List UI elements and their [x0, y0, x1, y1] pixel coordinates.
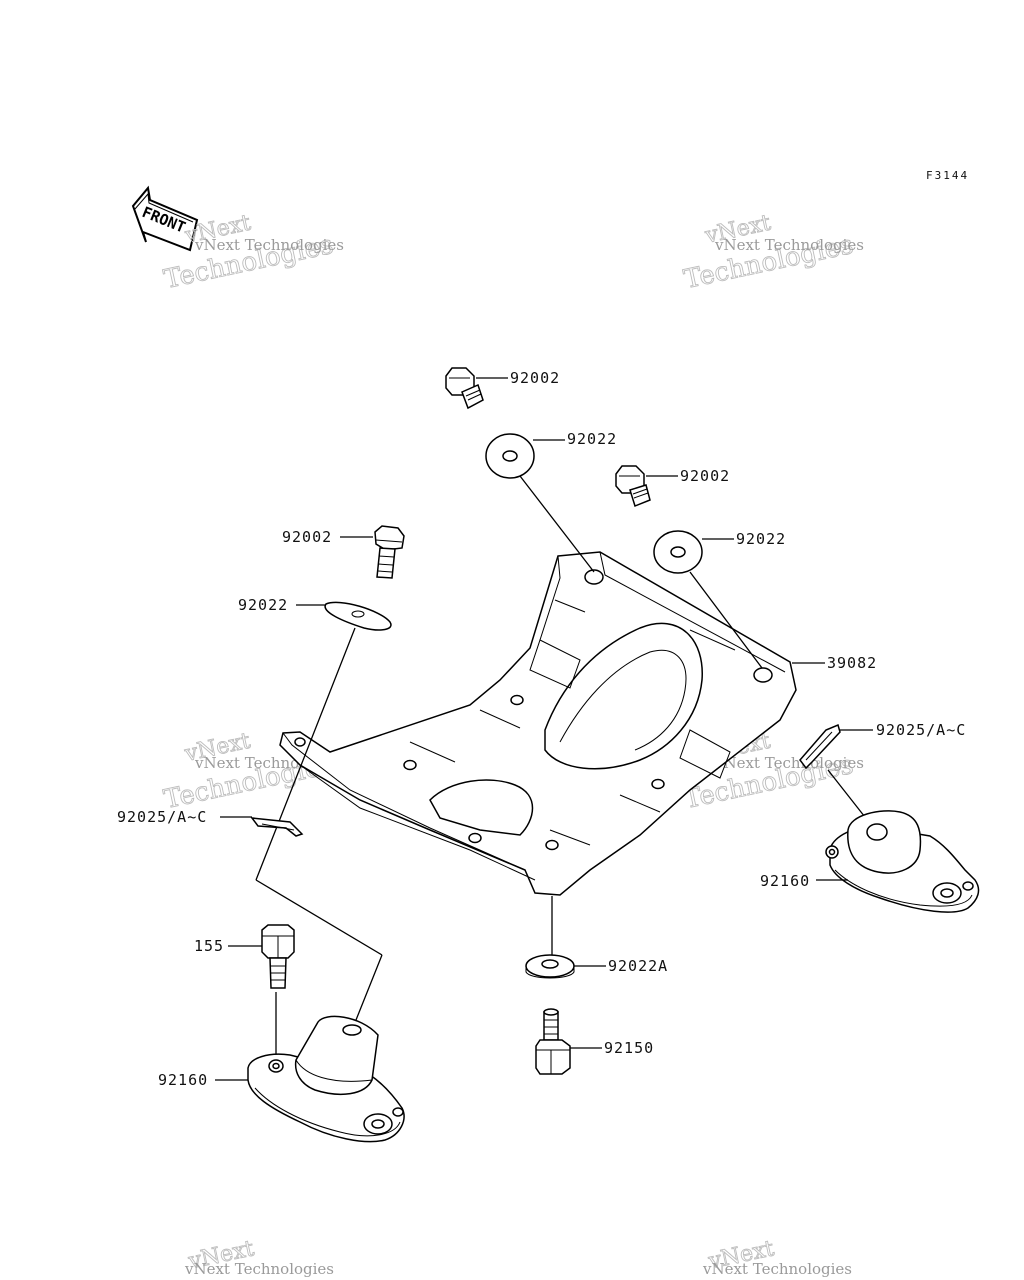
washer-92022-top[interactable] [485, 433, 535, 479]
callout-washer-mid: 92022 [736, 530, 786, 548]
callout-washer-top: 92022 [567, 430, 617, 448]
callout-mount-left: 92160 [158, 1071, 208, 1089]
callout-washer-bottom: 92022A [608, 957, 668, 975]
callout-mount-right: 92160 [760, 872, 810, 890]
washer-92022-mid[interactable] [653, 530, 703, 574]
bracket-part[interactable] [279, 551, 797, 896]
watermark-bottom-right: vNext vNext Technologies [702, 1236, 852, 1278]
clip-92025-right[interactable] [799, 723, 841, 770]
svg-text:vNext Technologies: vNext Technologies [714, 236, 864, 254]
watermark-bottom-left: vNext vNext Technologies [184, 1236, 334, 1278]
mount-92160-right[interactable] [825, 810, 980, 913]
bolt-92002-left[interactable] [374, 525, 405, 579]
svg-text:vNext Technologies: vNext Technologies [194, 236, 344, 254]
callout-bolt-bottom: 92150 [604, 1039, 654, 1057]
callout-bolt-mid: 92002 [680, 467, 730, 485]
mount-92160-left[interactable] [247, 1015, 405, 1143]
clip-92025-left[interactable] [250, 817, 304, 837]
callout-bracket: 39082 [827, 654, 877, 672]
callout-clip-left: 92025/A~C [117, 808, 207, 826]
bolt-92002-mid[interactable] [615, 465, 651, 507]
washer-92022A[interactable] [525, 954, 575, 979]
figure-code: F3144 [926, 169, 969, 182]
callout-washer-left: 92022 [238, 596, 288, 614]
callout-bolt-155: 155 [194, 937, 224, 955]
bolt-155[interactable] [261, 924, 295, 989]
bolt-92002-top[interactable] [445, 367, 484, 410]
callout-bolt-top: 92002 [510, 369, 560, 387]
bolt-92150[interactable] [535, 1008, 571, 1075]
svg-text:vNext Technologies: vNext Technologies [714, 754, 864, 772]
callout-bolt-left: 92002 [282, 528, 332, 546]
callout-clip-right: 92025/A~C [876, 721, 966, 739]
svg-text:vNext Technologies: vNext Technologies [184, 1260, 334, 1278]
watermark-top-right: vNext Technologies vNext Technologies [681, 210, 864, 295]
svg-text:vNext Technologies: vNext Technologies [702, 1260, 852, 1278]
washer-92022-left[interactable] [324, 601, 392, 631]
